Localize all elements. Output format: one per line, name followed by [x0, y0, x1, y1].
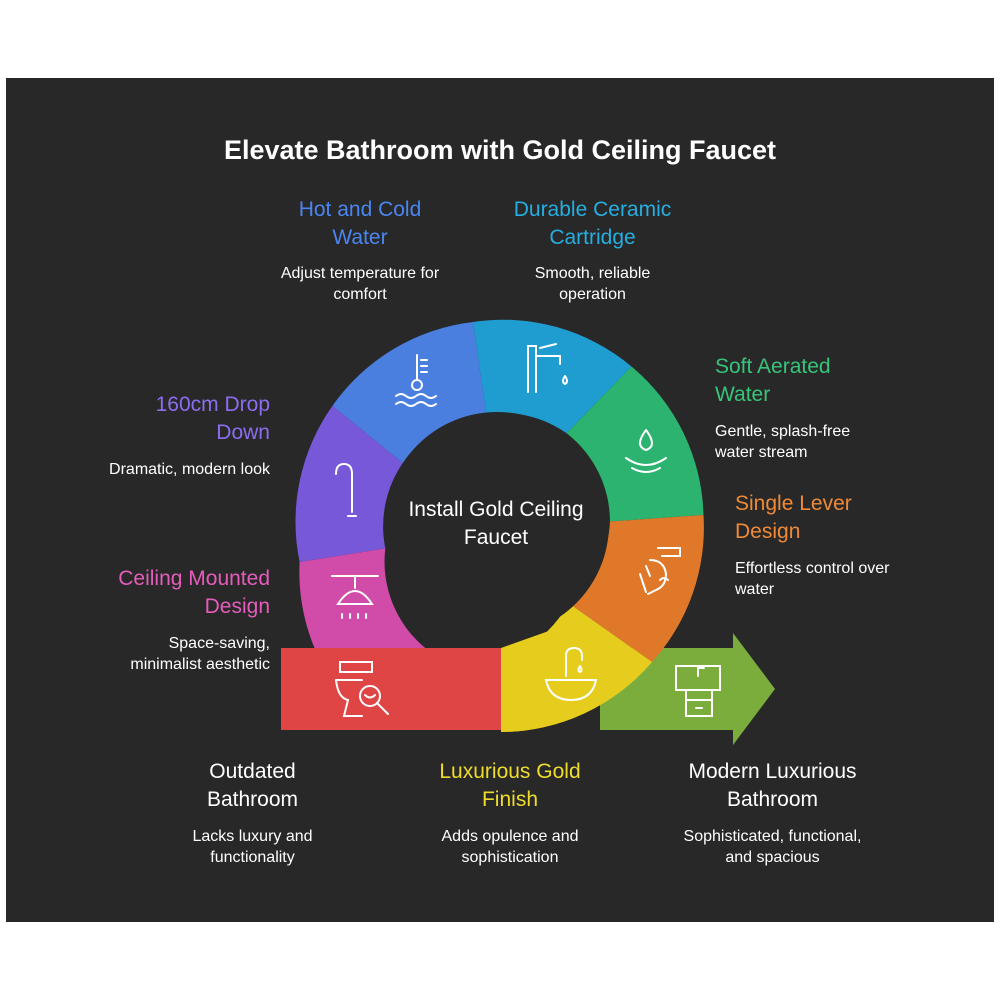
segment-drop: [295, 405, 403, 562]
lever-desc: Effortless control over water: [735, 560, 890, 598]
water-drop-icon: [625, 429, 667, 473]
outdated-title: Outdated Bathroom: [206, 760, 299, 811]
segment-lever: [568, 515, 704, 662]
bar-outdated: [281, 648, 501, 730]
hand-lever-icon: [639, 547, 681, 595]
drop-pipe-icon: [335, 462, 357, 517]
gold-title: Luxurious Gold Finish: [439, 760, 581, 811]
center-circle: [385, 412, 609, 636]
segment-hot-cold: [332, 322, 487, 463]
aerated-title: Soft Aerated Water: [715, 355, 831, 406]
modern-desc: Sophisticated, functional, and spacious: [683, 828, 862, 866]
basin-icon: [544, 646, 598, 702]
segment-ceramic: [473, 319, 632, 434]
hot-cold-title: Hot and Cold Water: [298, 198, 422, 249]
shower-head-icon: [331, 575, 379, 619]
segment-gold-base: [501, 648, 652, 732]
drop-title: 160cm Drop Down: [155, 393, 270, 444]
outdated-desc: Lacks luxury and functionality: [192, 828, 313, 866]
lever-title: Single Lever Design: [735, 492, 852, 543]
ceiling-desc: Space-saving, minimalist aesthetic: [130, 635, 270, 673]
ceramic-desc: Smooth, reliable operation: [534, 265, 651, 303]
toilet-inspect-icon: [335, 661, 389, 717]
gold-desc: Adds opulence and sophistication: [441, 828, 579, 866]
page-title: Elevate Bathroom with Gold Ceiling Fauce…: [223, 135, 777, 165]
ceiling-title: Ceiling Mounted Design: [118, 567, 270, 618]
thermometer-water-icon: [395, 354, 437, 407]
segment-ceiling: [299, 548, 426, 648]
center-label: Install Gold Ceiling Faucet: [408, 498, 584, 549]
drop-desc: Dramatic, modern look: [109, 461, 270, 478]
ceramic-title: Durable Ceramic Cartridge: [513, 198, 672, 249]
modern-title: Modern Luxurious Bathroom: [688, 760, 857, 811]
vanity-icon: [675, 665, 721, 717]
hot-cold-desc: Adjust temperature for comfort: [280, 265, 440, 303]
aerated-desc: Gentle, splash-free water stream: [715, 423, 851, 461]
segment-aerated: [566, 366, 704, 522]
faucet-icon: [527, 343, 568, 393]
